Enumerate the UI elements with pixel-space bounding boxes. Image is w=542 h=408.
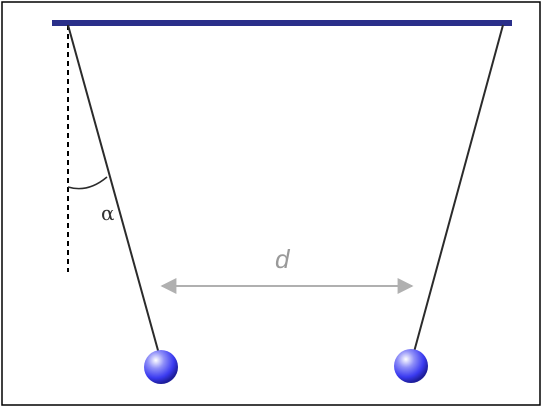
angle-arc (67, 176, 108, 190)
left-thread (67, 24, 160, 355)
left-sphere (144, 350, 178, 384)
alpha-label: α (101, 201, 115, 225)
right-sphere (394, 349, 428, 383)
distance-label: d (275, 244, 291, 274)
right-thread (413, 24, 504, 353)
